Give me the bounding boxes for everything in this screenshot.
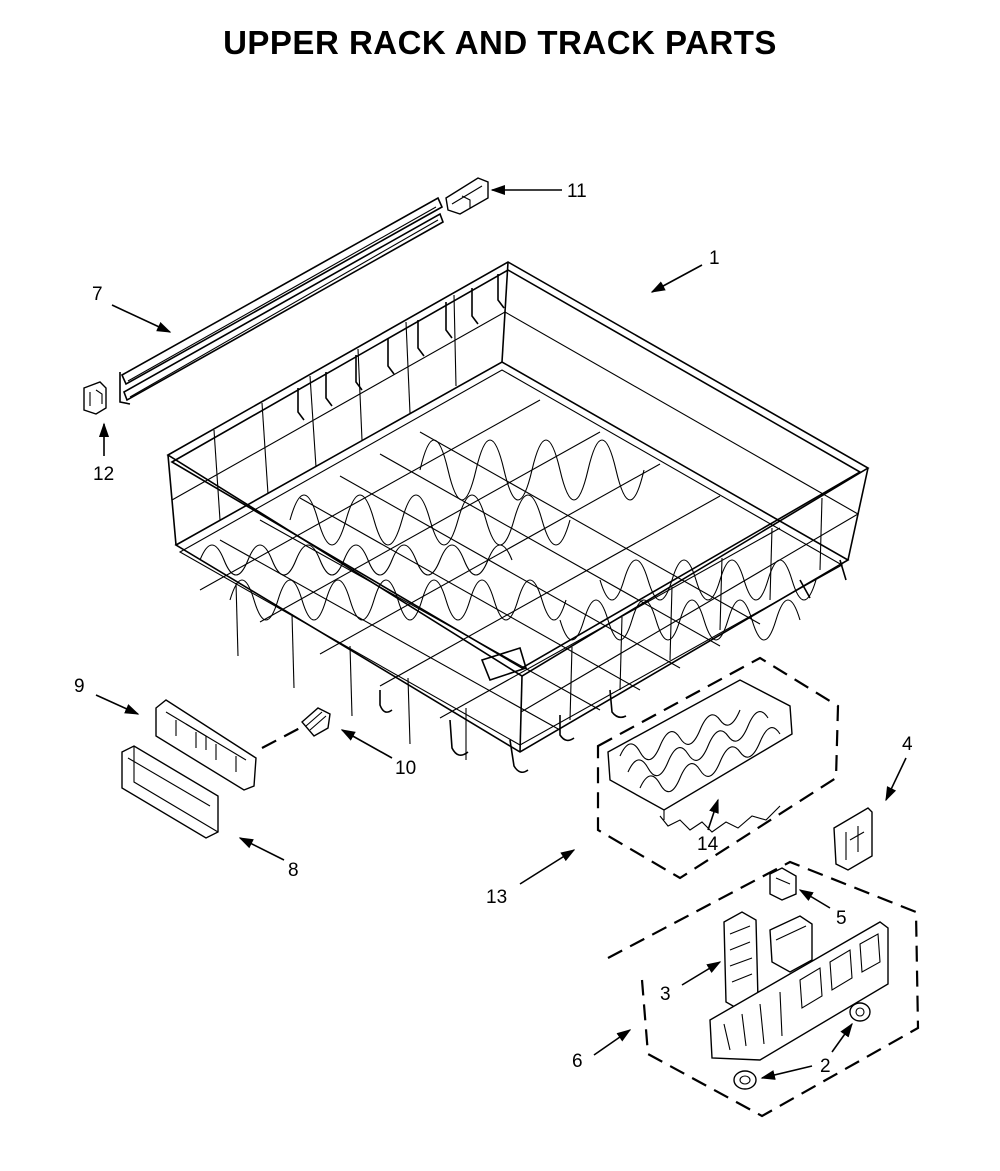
callout-8: 8 <box>288 860 299 881</box>
cover-panel-part-8[interactable] <box>121 745 219 839</box>
group-6-boundary <box>607 860 920 1118</box>
wheel-part-2[interactable] <box>733 1002 871 1090</box>
callout-2: 2 <box>820 1056 831 1077</box>
callout-10: 10 <box>395 758 416 779</box>
callout-12: 12 <box>93 464 114 485</box>
callout-11: 11 <box>567 181 587 202</box>
callout-13: 13 <box>486 887 507 908</box>
callout-6: 6 <box>572 1051 583 1072</box>
group-13-boundary <box>596 656 840 880</box>
rail-end-clip-part-12[interactable] <box>83 381 107 415</box>
callout-9: 9 <box>74 676 85 697</box>
callout-5: 5 <box>836 908 847 929</box>
bracket-part-4[interactable] <box>833 807 873 871</box>
screw-leader-dash <box>261 727 301 749</box>
rack-adjuster-assembly-part-6[interactable] <box>709 915 889 1061</box>
callout-3: 3 <box>660 984 671 1005</box>
tine-assembly-part-14[interactable] <box>607 679 793 833</box>
callout-arrows <box>95 184 907 1080</box>
track-stop-part-11[interactable] <box>445 177 489 215</box>
callout-4: 4 <box>902 734 913 755</box>
screw-part-10[interactable] <box>301 707 331 737</box>
clip-part-9[interactable] <box>155 699 257 791</box>
track-rail-part-7[interactable] <box>119 196 444 405</box>
callout-1: 1 <box>709 248 720 269</box>
upper-rack-part-1[interactable] <box>166 261 870 774</box>
clip-part-5[interactable] <box>769 867 797 901</box>
callout-14: 14 <box>697 834 719 855</box>
callout-7: 7 <box>92 284 103 305</box>
page-title: UPPER RACK AND TRACK PARTS <box>223 24 777 61</box>
